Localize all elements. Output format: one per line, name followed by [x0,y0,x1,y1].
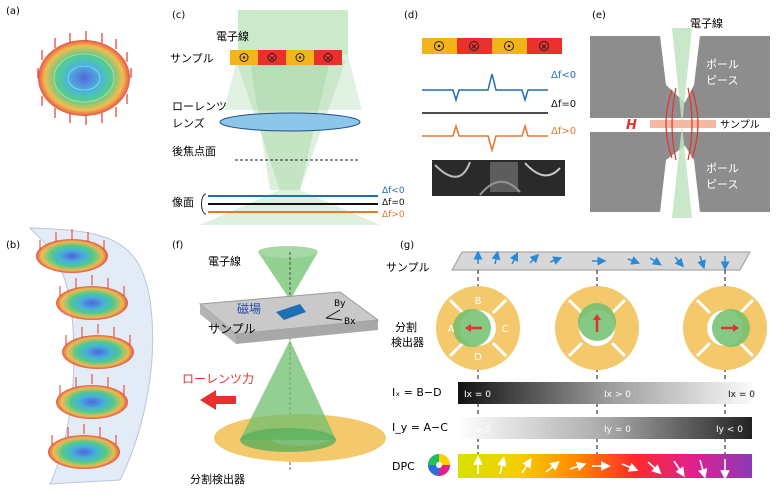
field-lines [665,87,699,161]
e-pole-bot-2: ピース [706,178,738,191]
g-detector-label-2: 検出器 [391,335,424,349]
g-ix-val-3: Ix = 0 [728,390,755,400]
f-beam-cone [258,252,318,300]
d-df-neg: Δf<0 [551,70,576,81]
d-curve-pos [422,123,548,153]
f-field-label: 磁場 [237,301,261,316]
c-lens-label-1: ローレンツ [172,100,227,113]
d-sample-strip: × × [422,38,562,54]
panel-d-label: (d) [404,10,418,21]
e-pole-top-2: ピース [706,74,738,87]
skyrmion-stack [36,229,134,469]
pole-piece-bottom-left [590,132,695,212]
f-bx-label: Bx [344,317,356,327]
g-ix-label: Iₓ = B−D [392,386,442,399]
e-sample-label: サンプル [720,119,760,131]
svg-text:×: × [471,42,478,51]
svg-text:×: × [541,42,548,51]
quad-c: C [502,324,509,335]
c-df-neg: Δf<0 [382,186,405,196]
g-guides [477,270,726,476]
e-beam [672,28,692,125]
panel-e-label: (e) [592,10,606,21]
f-sample-label: サンプル [208,322,256,336]
c-sample-strip: × × [230,50,342,65]
panel-b-label: (b) [6,240,20,251]
c-df-zero: Δf=0 [382,198,405,208]
beam-c [238,10,348,55]
g-dpc-arrows [473,455,730,480]
panel-a-label: (a) [6,6,20,17]
svg-text:×: × [269,55,275,63]
e-beam-label: 電子線 [690,16,723,30]
g-iy-val-1: Iy > 0 [464,425,491,435]
c-beam-label: 電子線 [216,29,249,43]
g-iy-val-2: Iy = 0 [604,425,631,435]
g-ix-val-2: Ix > 0 [604,390,631,400]
f-by-label: By [334,299,346,309]
e-field-symbol: H [626,118,637,133]
c-image-label: 像面 [172,196,194,209]
panel-c-label: (c) [172,10,185,21]
svg-text:×: × [325,55,331,63]
d-micrograph [432,160,565,196]
skyrmion-single [37,31,132,125]
g-sample-label: サンプル [386,261,430,274]
quad-a: A [448,324,455,335]
c-lens-label-2: レンズ [172,116,205,130]
g-ix-bar [458,382,752,404]
pole-piece-top-left [590,36,695,118]
f-force-arrow [200,390,236,410]
pole-piece-top-right [680,36,770,118]
detector-2 [555,286,639,370]
f-detector-label: 分割検出器 [190,472,245,486]
e-pole-bot-1: ポール [706,162,739,175]
e-sample [650,120,716,128]
color-wheel [428,454,450,476]
f-beam-label: 電子線 [208,254,241,268]
g-spin-arrows [473,250,730,271]
g-iy-bar [458,417,752,439]
d-curve-neg [422,73,548,103]
pole-piece-bottom-right [680,132,770,212]
e-pole-top-1: ポール [706,58,739,71]
g-ix-val-1: Ix = 0 [464,390,491,400]
g-iy-val-3: Iy < 0 [716,425,743,435]
f-force-label: ローレンツ力 [182,372,254,386]
f-axes: By Bx [325,299,356,327]
c-sample-label: サンプル [170,52,214,65]
quad-d: D [474,352,482,363]
g-dpc-label: DPC [392,460,415,473]
detector-3 [683,286,767,370]
c-focal-label: 後焦点面 [172,144,216,158]
d-df-pos: Δf>0 [551,126,576,137]
g-iy-label: I_y = A−C [392,421,448,434]
detector-1: B A C D [436,286,520,370]
quad-b: B [475,296,482,307]
g-detector-label-1: 分割 [395,320,417,334]
panel-f-label: (f) [172,240,183,251]
f-field-arrow [276,304,306,320]
lorentz-lens [219,112,361,132]
c-df-pos: Δf>0 [382,210,405,220]
panel-g-label: (g) [400,240,414,251]
d-df-zero: Δf=0 [551,99,576,110]
f-deflected-cone [240,340,336,440]
beam-c-spread [224,55,362,110]
